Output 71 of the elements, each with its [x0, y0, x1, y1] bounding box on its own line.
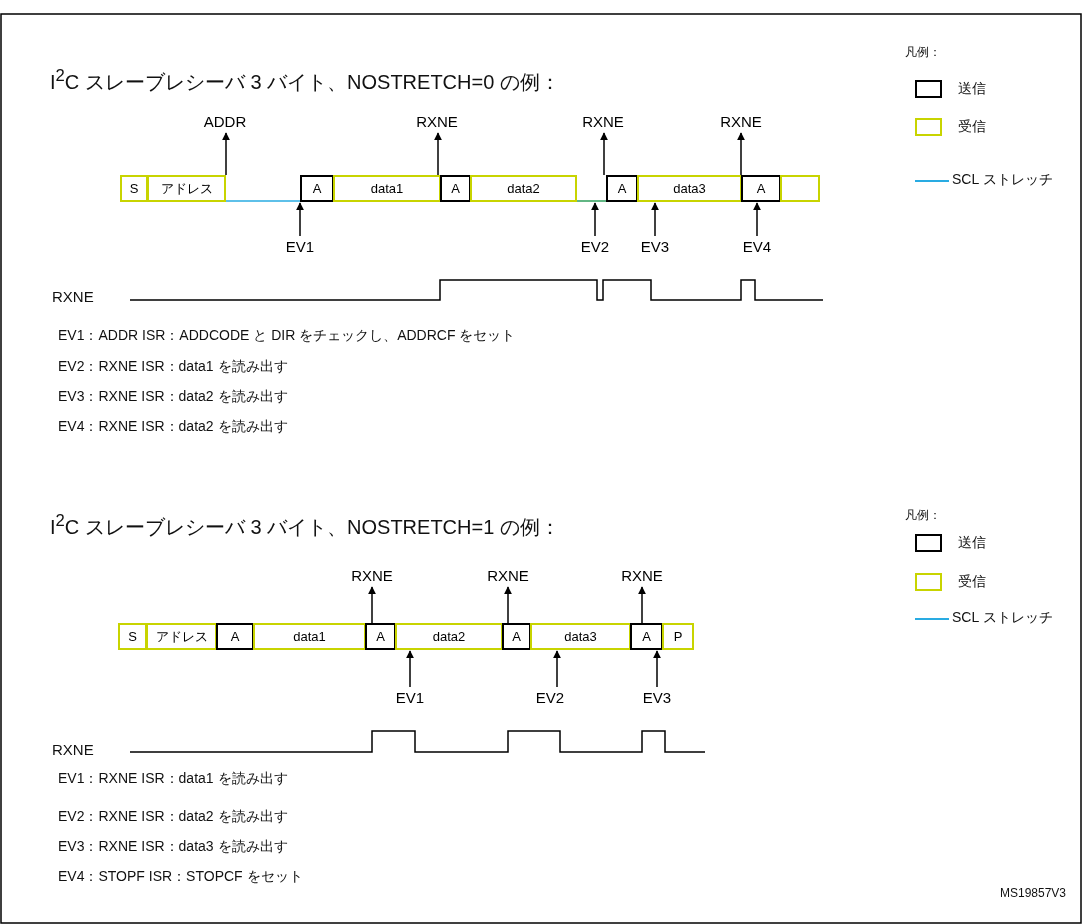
frame-box: A: [606, 175, 638, 202]
arrow: [434, 132, 442, 176]
frame-box: data1: [253, 623, 366, 650]
frame-box: data1: [333, 175, 441, 202]
arrow: [737, 132, 745, 176]
section-heading: I$^{2}$C スレーブレシーバ 3 バイト、NOSTRETCH=0 の例：: [50, 66, 560, 95]
event-label: RXNE: [711, 112, 771, 132]
frame-box: data2: [470, 175, 577, 202]
event-label: EV3: [627, 688, 687, 708]
frame-box: アドレス: [146, 623, 217, 650]
frame-box: A: [502, 623, 531, 650]
frame-box: data3: [637, 175, 742, 202]
frame-box: A: [630, 623, 663, 650]
event-label: RXNE: [478, 566, 538, 586]
event-description: EV3：RXNE ISR：data3 を読み出す: [58, 838, 288, 856]
arrow: [600, 132, 608, 176]
frame-box: S: [120, 175, 148, 202]
arrow: [591, 202, 599, 237]
arrow: [222, 132, 230, 176]
scl-stretch-line: [225, 200, 301, 202]
event-description: EV4：STOPF ISR：STOPCF をセット: [58, 868, 303, 886]
frame-box: A: [365, 623, 396, 650]
frame-box: P: [662, 623, 694, 650]
event-label: EV2: [565, 237, 625, 257]
frame-box: A: [216, 623, 254, 650]
legend-label: 送信: [958, 80, 986, 98]
legend-label: 送信: [958, 534, 986, 552]
figure-code: MS19857V3: [1000, 886, 1067, 900]
event-description: EV1：RXNE ISR：data1 を読み出す: [58, 770, 288, 788]
frame-box: [780, 175, 820, 202]
event-label: RXNE: [612, 566, 672, 586]
frame-box: アドレス: [147, 175, 226, 202]
scl-stretch-line: [576, 200, 607, 202]
arrow: [504, 586, 512, 624]
arrow: [638, 586, 646, 624]
arrow: [553, 650, 561, 688]
event-label: EV3: [625, 237, 685, 257]
event-description: EV2：RXNE ISR：data2 を読み出す: [58, 808, 288, 826]
event-description: EV3：RXNE ISR：data2 を読み出す: [58, 388, 288, 406]
event-description: EV1：ADDR ISR：ADDCODE と DIR をチェックし、ADDRCF をセット: [58, 327, 516, 345]
legend-heading: 凡例：: [905, 507, 941, 524]
arrow: [651, 202, 659, 237]
arrow: [406, 650, 414, 688]
arrow: [296, 202, 304, 237]
event-label: RXNE: [407, 112, 467, 132]
frame-box: data3: [530, 623, 631, 650]
event-label: EV4: [727, 237, 787, 257]
signal-label: RXNE: [52, 741, 94, 758]
event-label: RXNE: [342, 566, 402, 586]
legend-heading: 凡例：: [905, 44, 941, 61]
event-label: EV1: [270, 237, 330, 257]
legend-label: SCL ストレッチ: [952, 609, 1053, 627]
event-label: EV2: [520, 688, 580, 708]
frame-box: S: [118, 623, 147, 650]
legend-label: 受信: [958, 118, 986, 136]
section-heading: I$^{2}$C スレーブレシーバ 3 バイト、NOSTRETCH=1 の例：: [50, 511, 560, 540]
frame-box: A: [440, 175, 471, 202]
arrow: [753, 202, 761, 237]
event-label: EV1: [380, 688, 440, 708]
legend-label: 受信: [958, 573, 986, 591]
frame-box: data2: [395, 623, 503, 650]
event-label: ADDR: [195, 112, 255, 132]
legend-label: SCL ストレッチ: [952, 171, 1053, 189]
arrow: [653, 650, 661, 688]
frame-box: A: [300, 175, 334, 202]
event-description: EV2：RXNE ISR：data1 を読み出す: [58, 358, 288, 376]
event-description: EV4：RXNE ISR：data2 を読み出す: [58, 418, 288, 436]
signal-label: RXNE: [52, 288, 94, 305]
arrow: [368, 586, 376, 624]
frame-box: A: [741, 175, 781, 202]
event-label: RXNE: [573, 112, 633, 132]
